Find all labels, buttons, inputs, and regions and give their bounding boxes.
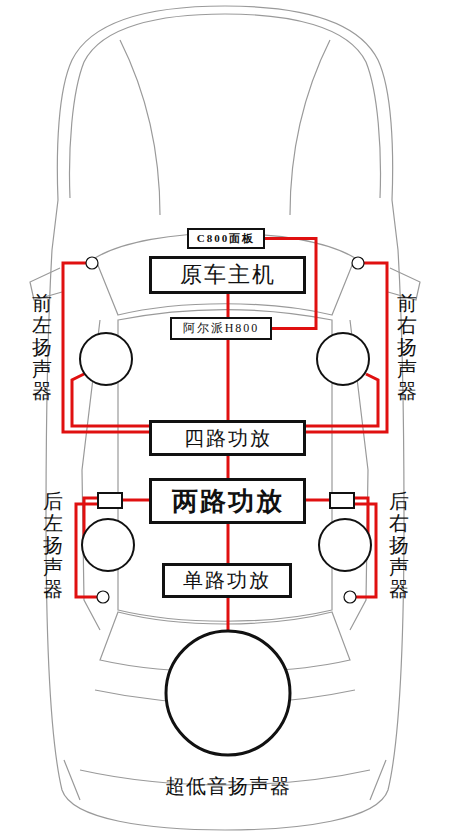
speaker-label: 后右扬声器 <box>389 490 409 600</box>
box-text: C800面板 <box>197 231 255 246</box>
subwoofer <box>166 631 290 755</box>
amplifier-box: 单路功放 <box>162 563 292 598</box>
signal-wire <box>227 340 230 420</box>
amplifier-box: 两路功放 <box>149 478 306 524</box>
rear-right-tweeter <box>344 591 356 603</box>
speaker-label: 前右扬声器 <box>397 292 417 402</box>
rear-right-woofer <box>319 519 371 571</box>
box-text: 单路功放 <box>183 567 271 594</box>
speaker-label: 后左扬声器 <box>43 490 63 600</box>
rear-left-crossover <box>98 493 122 508</box>
rear-left-woofer <box>82 519 134 571</box>
box-text: 两路功放 <box>172 484 284 519</box>
box-text: 四路功放 <box>184 425 272 452</box>
speaker-wires <box>63 263 387 631</box>
rear-left-tweeter <box>97 591 109 603</box>
speaker-label: 前左扬声器 <box>32 292 52 402</box>
signal-wire <box>227 294 230 317</box>
signal-wire <box>227 524 230 563</box>
speakers <box>80 257 371 755</box>
front-left-woofer <box>80 333 132 385</box>
rear-right-crossover <box>330 493 354 508</box>
head-unit-box: 原车主机 <box>149 256 306 294</box>
car-outline <box>30 6 420 830</box>
speaker-label: 超低音扬声器 <box>165 773 291 800</box>
processor-box: 阿尔派H800 <box>170 317 272 340</box>
front-left-tweeter <box>86 257 98 269</box>
box-text: 阿尔派H800 <box>183 320 260 337</box>
front-right-tweeter <box>352 257 364 269</box>
panel-box: C800面板 <box>187 228 265 249</box>
signal-wire <box>227 456 230 478</box>
amplifier-box: 四路功放 <box>149 420 306 456</box>
box-text: 原车主机 <box>180 260 276 290</box>
front-right-woofer <box>317 333 369 385</box>
